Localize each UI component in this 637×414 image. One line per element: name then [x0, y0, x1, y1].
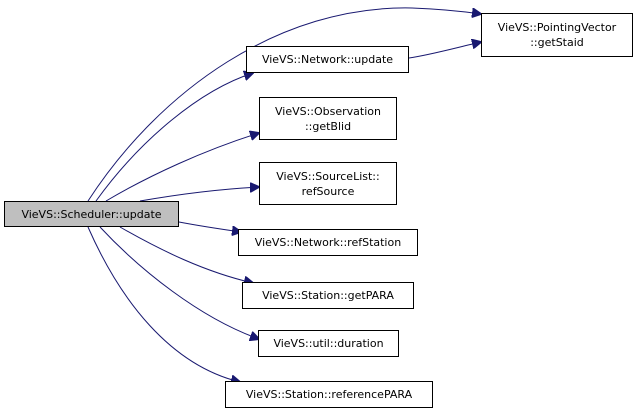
edge-network-update-to-pointingvector-getstaid	[408, 42, 481, 59]
node-station-getpara[interactable]: VieVS::Station::getPARA	[242, 282, 414, 309]
node-label-line: VieVS::PointingVector	[497, 21, 617, 34]
edge-scheduler-update-to-util-duration	[99, 226, 259, 339]
node-label-line: ::getBlid	[304, 119, 352, 133]
node-pointingvector-getstaid[interactable]: VieVS::PointingVector ::getStaid	[481, 13, 633, 57]
edge-scheduler-update-to-network-refstation	[178, 221, 241, 232]
node-sourcelist-refsource[interactable]: VieVS::SourceList:: refSource	[259, 162, 397, 205]
node-util-duration[interactable]: VieVS::util::duration	[258, 330, 399, 357]
node-label-line: ::getStaid	[530, 36, 584, 49]
node-label-line: VieVS::util::duration	[273, 337, 384, 350]
node-label-line: VieVS::SourceList::	[276, 169, 380, 183]
edge-scheduler-update-to-network-update	[95, 73, 253, 202]
node-network-update[interactable]: VieVS::Network::update	[246, 46, 409, 73]
node-network-refstation[interactable]: VieVS::Network::refStation	[238, 229, 418, 256]
edge-scheduler-update-to-observation-getblid	[105, 133, 259, 202]
node-label-line: VieVS::Station::getPARA	[262, 289, 394, 302]
edge-scheduler-update-to-pointingvector-getstaid	[87, 7, 481, 202]
node-observation-getblid[interactable]: VieVS::Observation ::getBlid	[259, 97, 397, 140]
node-label-line: VieVS::Network::refStation	[254, 236, 402, 249]
node-label-line: VieVS::Observation	[274, 104, 381, 118]
node-label-line: VieVS::Network::update	[261, 53, 394, 66]
edge-scheduler-update-to-station-referencepara	[87, 226, 240, 382]
node-station-referencepara[interactable]: VieVS::Station::referencePARA	[225, 381, 433, 408]
node-scheduler-update: VieVS::Scheduler::update	[4, 201, 179, 227]
node-label-line: VieVS::Scheduler::update	[21, 207, 162, 221]
node-label-line: VieVS::Station::referencePARA	[245, 388, 413, 401]
edge-scheduler-update-to-sourcelist-refsource	[139, 187, 259, 202]
node-label-line: refSource	[301, 184, 355, 198]
edge-scheduler-update-to-station-getpara	[119, 226, 253, 283]
